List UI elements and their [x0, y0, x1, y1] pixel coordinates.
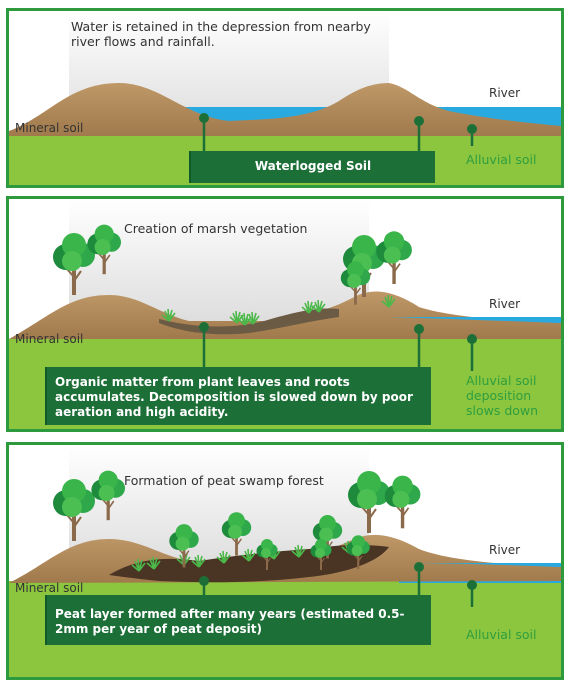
panel-3-caption: Formation of peat swamp forest — [124, 473, 324, 488]
mineral-soil-label: Mineral soil — [15, 121, 84, 135]
waterlogged-soil-text: Waterlogged Soil — [254, 159, 372, 173]
alluvial-soil-label: Alluvial soil — [466, 152, 537, 167]
organic-matter-box: Organic matter from plant leaves and roo… — [45, 367, 431, 425]
waterlogged-soil-box: Waterlogged Soil — [189, 151, 435, 183]
panel-2-caption: Creation of marsh vegetation — [124, 221, 308, 236]
panel-peat-swamp: Formation of peat swamp forest Mineral s… — [6, 442, 564, 680]
organic-matter-text: Organic matter from plant leaves and roo… — [55, 375, 413, 419]
river-label: River — [489, 297, 521, 311]
panel-waterlogged: Water is retained in the depression from… — [6, 8, 564, 188]
panel-1-caption: Water is retained in the depression from… — [71, 19, 371, 49]
river-label: River — [489, 543, 521, 557]
peat-layer-text: Peat layer formed after many years (esti… — [55, 607, 405, 636]
panel-marsh-vegetation: Creation of marsh vegetation Mineral soi… — [6, 196, 564, 432]
river-label: River — [489, 86, 521, 100]
alluvial-soil-label: Alluvial soil — [466, 627, 537, 642]
alluvial-deposition-label: Alluvial soil deposition slows down — [466, 373, 539, 418]
peat-layer-box: Peat layer formed after many years (esti… — [45, 595, 431, 645]
mineral-soil-label: Mineral soil — [15, 581, 84, 595]
mineral-soil-label: Mineral soil — [15, 332, 84, 346]
